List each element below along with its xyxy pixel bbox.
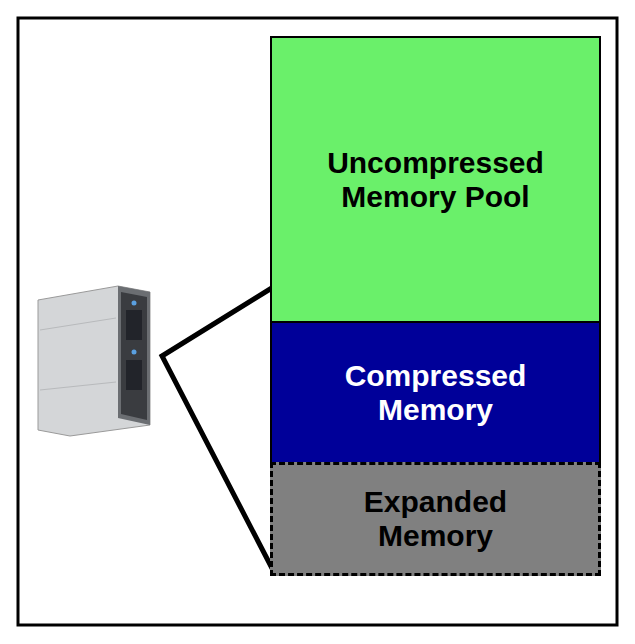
box-label: Uncompressed Memory Pool (323, 146, 548, 213)
outer-frame (18, 18, 617, 625)
memory-box: Uncompressed Memory Pool (270, 36, 601, 323)
server-icon (38, 286, 150, 436)
bracket-wedge (162, 286, 275, 574)
memory-box: Compressed Memory (270, 321, 601, 464)
expanded-box: Expanded Memory (270, 462, 601, 576)
box-label: Expanded Memory (323, 485, 548, 552)
box-label: Compressed Memory (323, 359, 548, 426)
